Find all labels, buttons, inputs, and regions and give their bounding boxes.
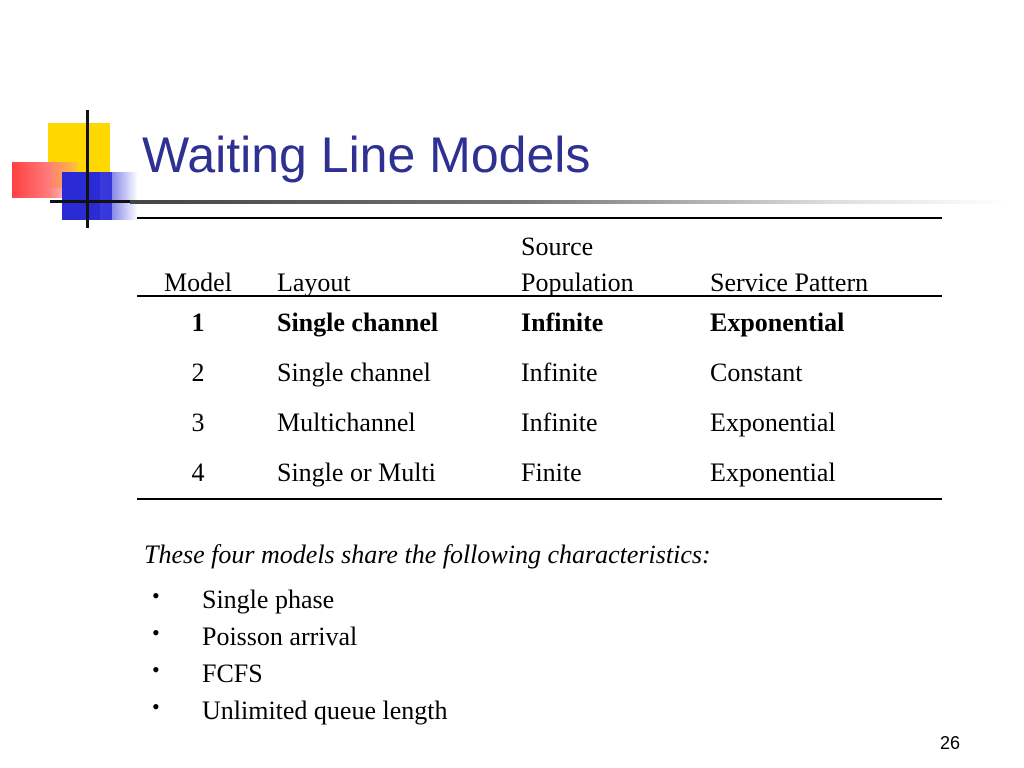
header-bottom-rule [137, 295, 942, 297]
table-row-2-layout: Single channel [277, 358, 431, 387]
table-top-rule [137, 217, 942, 219]
table-row-1-model: 1 [191, 308, 205, 337]
header-layout: Layout [277, 268, 351, 297]
logo-blue-fade [100, 172, 138, 220]
table-row-3-service: Exponential [710, 408, 836, 437]
table-row-4-source: Finite [521, 458, 582, 487]
bullet-dot-icon: • [152, 620, 160, 645]
models-table: Model Layout Source Population Service P… [137, 0, 942, 768]
slide-logo [0, 0, 140, 240]
page-number: 26 [940, 733, 961, 753]
table-bottom-rule [137, 498, 942, 500]
header-source-line2: Population [521, 268, 634, 297]
characteristics-note: These four models share the following ch… [144, 540, 711, 569]
header-model: Model [164, 268, 232, 297]
logo-vertical-line [86, 110, 89, 228]
bullet-dot-icon: • [152, 657, 160, 682]
table-row-4-service: Exponential [710, 458, 836, 487]
bullet-dot-icon: • [152, 694, 160, 719]
title-underline [130, 200, 1010, 204]
table-row-2-source: Infinite [521, 358, 598, 387]
table-row-4-model: 4 [191, 458, 205, 487]
table-row-1-source: Infinite [521, 308, 604, 337]
table-row-1-layout: Single channel [277, 308, 439, 337]
table-row-3-layout: Multichannel [277, 408, 416, 437]
table-row-1-service: Exponential [710, 308, 845, 337]
table-row-4-layout: Single or Multi [277, 458, 436, 487]
table-row-3-model: 3 [191, 408, 205, 437]
bullet-dot-icon: • [152, 583, 160, 608]
header-source-line1: Source [521, 232, 594, 261]
slide-title: Waiting Line Models [142, 127, 591, 183]
table-row-3-source: Infinite [521, 408, 598, 437]
table-row-2-model: 2 [191, 358, 205, 387]
table-row-2-service: Constant [710, 358, 803, 387]
header-service: Service Pattern [710, 268, 869, 297]
logo-horizontal-line [50, 200, 130, 203]
